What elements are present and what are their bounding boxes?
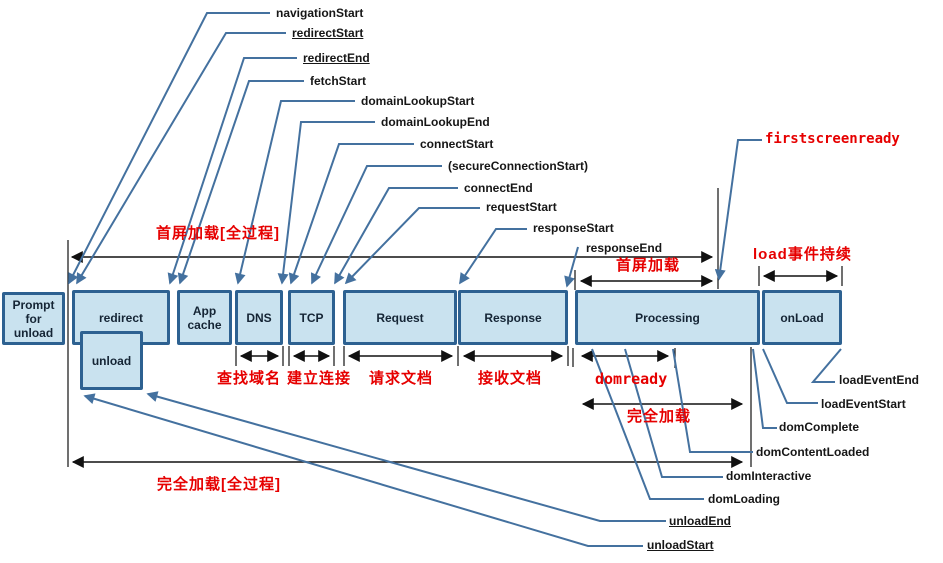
box-app-cache: App cache [177, 290, 232, 345]
event-label-connect-start: connectStart [420, 137, 494, 151]
connector-navigation-start [68, 12, 270, 285]
connector-secure-connection-start [311, 165, 442, 285]
box-dns: DNS [235, 290, 283, 345]
connector-unload-start [83, 393, 643, 547]
connector-response-end [564, 246, 579, 288]
event-label-redirect-end: redirectEnd [303, 51, 370, 65]
connector-firstscreenready [714, 139, 762, 281]
connector-dom-loading [591, 348, 704, 500]
connector-connect-start [288, 143, 414, 285]
connector-response-start [459, 228, 527, 285]
connector-dom-complete [752, 348, 777, 429]
connector-domain-lookup-start [234, 100, 355, 285]
event-label-dom-complete: domComplete [779, 420, 860, 434]
box-tcp: TCP [288, 290, 335, 345]
annotation-firstscreenready: firstscreenready [765, 131, 900, 147]
box-response: Response [458, 290, 568, 345]
event-label-load-event-start: loadEventStart [821, 397, 906, 411]
event-label-domain-lookup-end: domainLookupEnd [381, 115, 490, 129]
annotation-request-document: 请求文档 [369, 370, 434, 387]
event-label-response-end: responseEnd [586, 241, 663, 255]
connector-domain-lookup-end [277, 121, 375, 285]
connector-dom-content-loaded [672, 348, 753, 453]
annotation-domready: domready [595, 370, 668, 388]
box-unload: unload [80, 331, 143, 390]
event-label-request-start: requestStart [486, 200, 557, 214]
connector-load-event-end [810, 348, 842, 383]
event-label-dom-content-loaded: domContentLoaded [756, 445, 870, 459]
connector-redirect-end [167, 57, 297, 285]
box-request: Request [343, 290, 457, 345]
measure-arrows [70, 251, 839, 468]
box-processing: Processing [575, 290, 760, 345]
annotation-receive-document: 接收文档 [478, 370, 543, 387]
annotation-first-screen-full-process: 首屏加载[全过程] [156, 225, 280, 242]
event-label-navigation-start: navigationStart [276, 6, 364, 20]
connector-unload-end [146, 391, 666, 522]
event-label-unload-end: unloadEnd [669, 514, 731, 528]
box-onload: onLoad [762, 290, 842, 345]
event-connectors [68, 12, 842, 547]
connector-redirect-start [76, 32, 286, 285]
event-label-response-start: responseStart [533, 221, 614, 235]
event-label-domain-lookup-start: domainLookupStart [361, 94, 475, 108]
annotation-establish-connection: 建立连接 [287, 370, 352, 387]
event-label-fetch-start: fetchStart [310, 74, 367, 88]
connector-dom-interactive [624, 348, 723, 478]
connector-fetch-start [177, 80, 304, 285]
event-label-load-event-end: loadEventEnd [839, 373, 920, 387]
annotation-dns-lookup: 查找域名 [217, 370, 282, 387]
annotation-fully-loaded-full-process: 完全加载[全过程] [157, 476, 281, 493]
tick-lines [67, 188, 843, 467]
annotation-load-event-duration: load事件持续 [753, 246, 852, 263]
annotation-fully-loaded: 完全加载 [627, 408, 692, 425]
box-prompt-for-unload: Prompt for unload [2, 292, 65, 345]
event-label-dom-loading: domLoading [708, 492, 780, 506]
event-label-secure-connection-start: (secureConnectionStart) [448, 159, 589, 173]
connector-load-event-start [762, 348, 818, 404]
event-label-connect-end: connectEnd [464, 181, 533, 195]
event-label-unload-start: unloadStart [647, 538, 714, 552]
connector-connect-end [334, 187, 458, 285]
connector-request-start [344, 207, 480, 285]
event-label-dom-interactive: domInteractive [726, 469, 812, 483]
annotation-first-screen-load: 首屏加载 [616, 257, 681, 274]
event-label-redirect-start: redirectStart [292, 26, 364, 40]
